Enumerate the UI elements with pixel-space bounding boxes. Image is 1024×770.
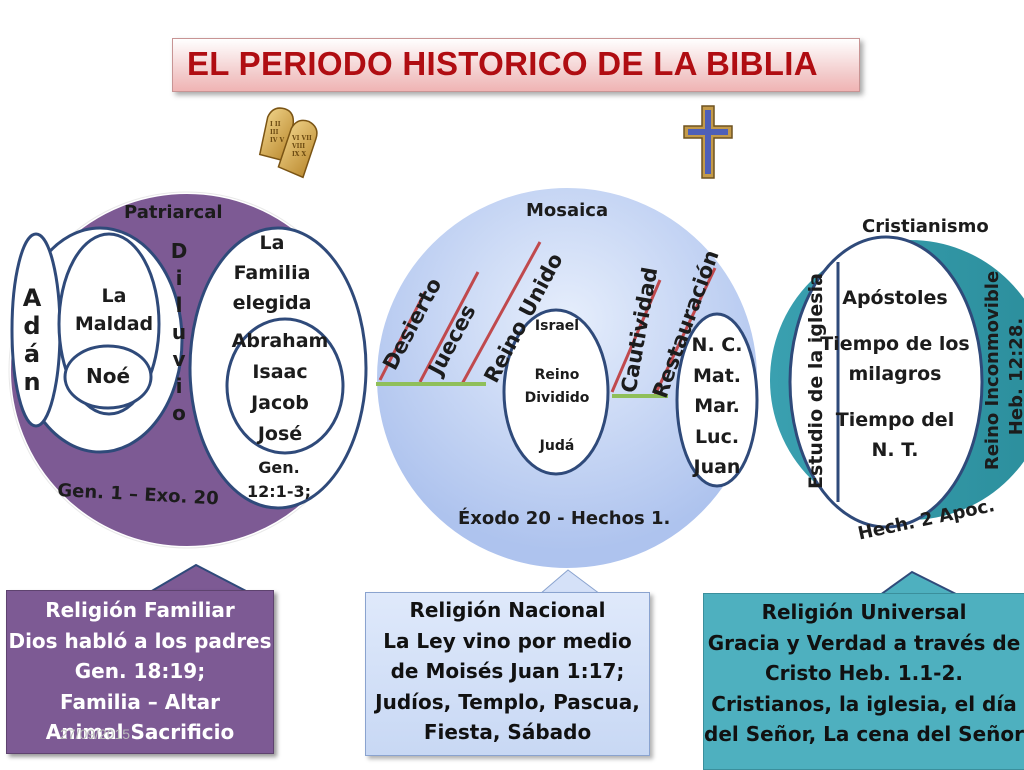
cross-icon bbox=[683, 105, 733, 179]
svg-text:IV V: IV V bbox=[270, 137, 285, 144]
page-title-text: EL PERIODO HISTORICO DE LA BIBLIA bbox=[187, 45, 818, 82]
juda-label: Judá bbox=[539, 438, 575, 454]
period-bars bbox=[376, 382, 668, 398]
gen-ref-label: Gen.12:1-3; bbox=[247, 458, 311, 501]
universal-pointer bbox=[876, 570, 959, 596]
nacional-pointer bbox=[538, 569, 602, 595]
mosaica-range: Éxodo 20 - Hechos 1. bbox=[458, 508, 671, 529]
religion-familiar-box: Religión Familiar Dios habló a los padre… bbox=[6, 590, 274, 754]
svg-text:III: III bbox=[270, 129, 279, 136]
noe-ellipse bbox=[63, 344, 153, 410]
reino-inconmovible-label: Reino Inconmovible bbox=[982, 270, 1004, 471]
svg-text:VIII: VIII bbox=[291, 143, 305, 150]
familiar-pointer bbox=[146, 563, 249, 593]
religion-universal-box: Religión Universal Gracia y Verdad a tra… bbox=[703, 593, 1024, 770]
reino-dividido-ellipse bbox=[502, 308, 610, 476]
mosaica-label: Mosaica bbox=[526, 200, 609, 221]
patriarcas-ellipse bbox=[225, 317, 345, 455]
svg-text:VI VII: VI VII bbox=[291, 135, 312, 142]
period-lines bbox=[378, 241, 717, 396]
svg-text:IX X: IX X bbox=[292, 151, 307, 158]
page-title: EL PERIODO HISTORICO DE LA BIBLIA bbox=[172, 38, 860, 92]
israel-label: Israel bbox=[534, 318, 580, 334]
noe-label: Noé bbox=[85, 364, 131, 388]
svg-text:I II: I II bbox=[270, 121, 281, 128]
date-overlay: 27/09/2015 bbox=[60, 726, 131, 742]
nt-books-list: N. C.Mat.Mar.Luc.Juan bbox=[691, 334, 743, 478]
heb-ref-label: Heb. 12:28. bbox=[1006, 317, 1024, 436]
nt-ellipse bbox=[675, 312, 759, 488]
cristianismo-label: Cristianismo bbox=[862, 216, 989, 237]
religion-nacional-box: Religión Nacional La Ley vino por medio … bbox=[365, 592, 650, 756]
patriarcal-label: Patriarcal bbox=[124, 202, 223, 223]
